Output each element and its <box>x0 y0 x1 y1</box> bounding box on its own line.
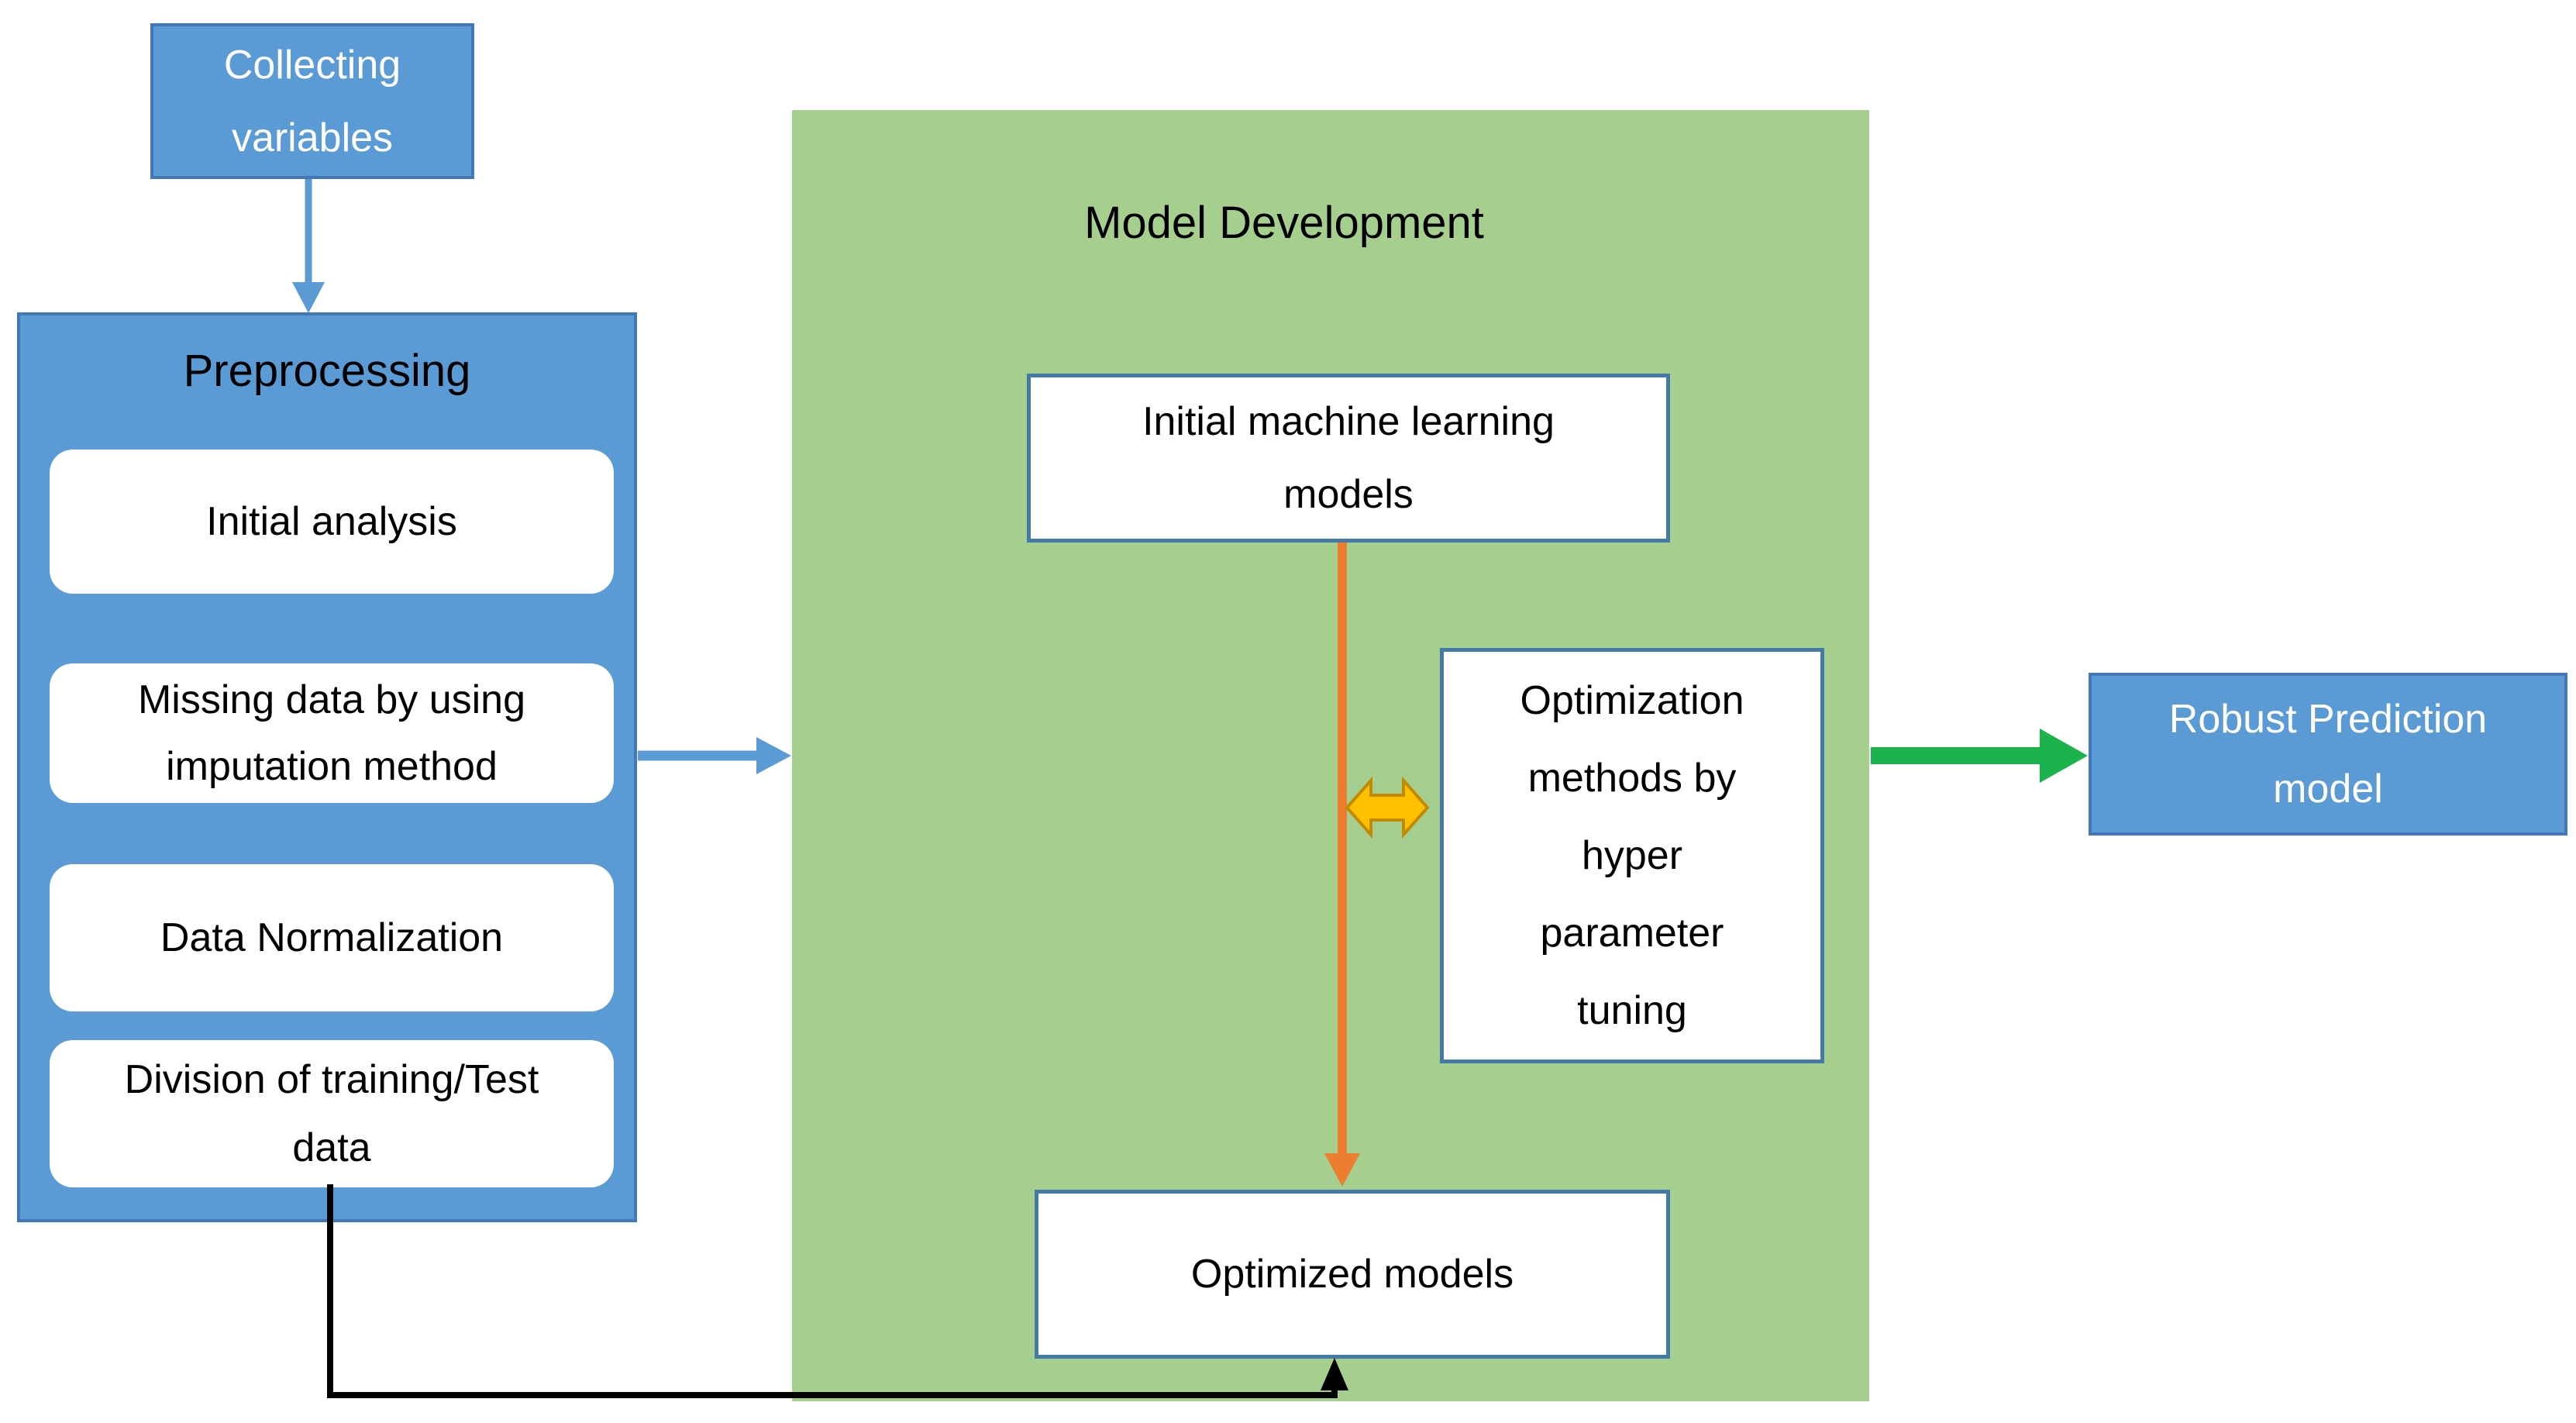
optimization-methods-box: Optimization methods by hyper parameter … <box>1440 648 1824 1063</box>
step-label: Initial analysis <box>206 499 457 544</box>
robust-label: model <box>2273 767 2383 811</box>
arrow-preprocessing-to-model-development <box>638 737 791 774</box>
step-initial-analysis: Initial analysis <box>50 450 614 594</box>
step-label: Division of training/Test <box>124 1057 539 1102</box>
step-division-training-test: Division of training/Test data <box>50 1040 614 1187</box>
step-label: imputation method <box>166 744 498 789</box>
box-label: hyper <box>1581 833 1683 878</box>
robust-label: Robust Prediction <box>2168 697 2488 742</box>
preprocessing-panel: Preprocessing Initial analysis Missing d… <box>17 312 637 1222</box>
optimized-models-box: Optimized models <box>1035 1190 1670 1359</box>
collecting-variables-box: Collecting variables <box>150 23 474 179</box>
box-label: models <box>1283 472 1414 517</box>
arrow-model-development-to-robust-model <box>1871 729 2088 783</box>
collecting-variables-label: variables <box>231 115 394 160</box>
box-label: Initial machine learning <box>1142 399 1555 444</box>
box-label: Optimized models <box>1190 1252 1514 1297</box>
step-label: Missing data by using <box>137 677 526 722</box>
box-label: tuning <box>1577 988 1687 1033</box>
model-development-panel: Model Development Initial machine learni… <box>792 110 1869 1401</box>
collecting-variables-label: Collecting <box>223 42 401 88</box>
model-development-title: Model Development <box>1084 198 1484 248</box>
initial-ml-models-box: Initial machine learning models <box>1027 374 1670 543</box>
step-missing-data-imputation: Missing data by using imputation method <box>50 663 614 803</box>
box-label: Optimization <box>1520 678 1744 723</box>
step-label: Data Normalization <box>160 915 504 960</box>
box-label: methods by <box>1527 756 1737 801</box>
arrow-collecting-to-preprocessing <box>292 179 325 313</box>
preprocessing-title: Preprocessing <box>183 346 471 396</box>
step-label: data <box>292 1125 371 1170</box>
robust-prediction-model-box: Robust Prediction model <box>2089 673 2567 836</box>
step-data-normalization: Data Normalization <box>50 864 614 1011</box>
box-label: parameter <box>1540 911 1724 956</box>
